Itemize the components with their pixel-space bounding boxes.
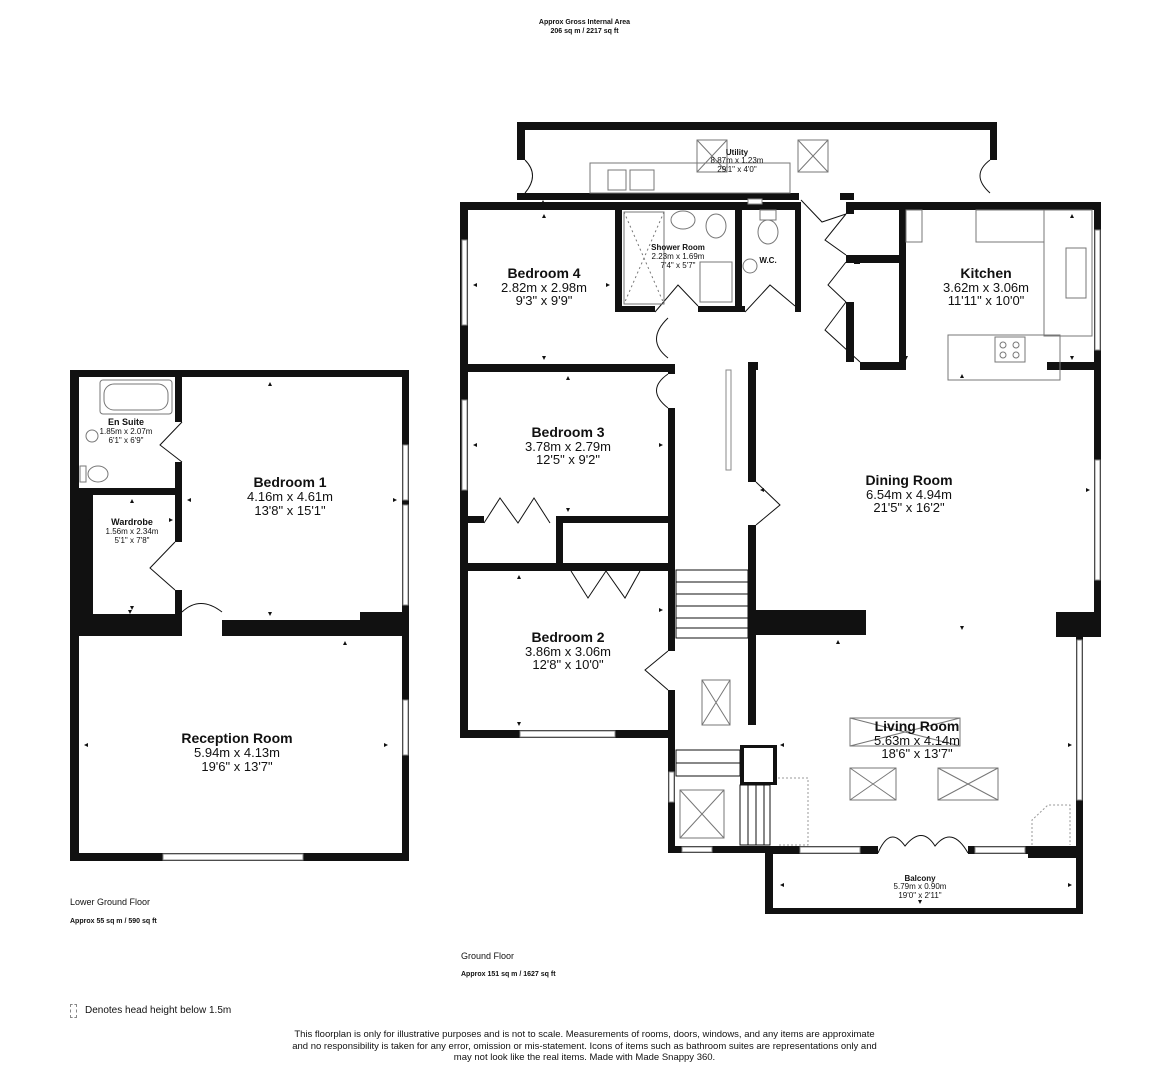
disclaimer-line-2: and no responsibility is taken for any e… [292, 1040, 877, 1052]
room-name-bedroom-1: Bedroom 1 [253, 474, 326, 490]
room-name-utility: Utility [726, 148, 749, 157]
utility-walls [517, 122, 997, 200]
gross-area-title: Approx Gross Internal Area [538, 19, 631, 26]
head-height-legend-text: Denotes head height below 1.5m [85, 1005, 232, 1016]
room-name-kitchen: Kitchen [960, 265, 1011, 281]
room-metric-reception: 5.94m x 4.13m [194, 745, 280, 760]
room-metric-living-room: 5.63m x 4.14m [874, 733, 960, 748]
room-metric-bedroom-2: 3.86m x 3.06m [525, 644, 611, 659]
ground-floor-doors [483, 199, 969, 854]
room-name-dining-room: Dining Room [865, 472, 952, 488]
room-imperial-wardrobe: 5'1" x 7'8" [115, 536, 150, 545]
disclaimer-line-1: This floorplan is only for illustrative … [294, 1029, 875, 1040]
utility-fixtures [589, 139, 829, 194]
staircase [675, 569, 771, 846]
room-metric-dining-room: 6.54m x 4.94m [866, 487, 952, 502]
gross-area-header: Approx Gross Internal Area 206 sq m / 22… [0, 18, 1169, 36]
room-name-wc: W.C. [759, 256, 776, 265]
disclaimer: This floorplan is only for illustrative … [0, 1029, 1169, 1064]
room-imperial-bedroom-1: 13'8" x 15'1" [254, 503, 326, 518]
room-metric-shower-room: 2.23m x 1.69m [652, 252, 705, 261]
room-metric-wardrobe: 1.56m x 2.34m [106, 527, 159, 536]
room-metric-bedroom-4: 2.82m x 2.98m [501, 280, 587, 295]
ground-floor-walls [460, 202, 1101, 914]
room-imperial-living-room: 18'6" x 13'7" [881, 746, 953, 761]
en-suite-fixtures [79, 379, 173, 483]
lower-ground-doors [149, 421, 223, 613]
lower-ground-floor-label: Lower Ground Floor [70, 897, 151, 907]
utility-doors [524, 159, 991, 194]
room-metric-utility: 8.87m x 1.23m [711, 156, 764, 165]
room-imperial-bedroom-2: 12'8" x 10'0" [532, 657, 604, 672]
room-imperial-utility: 29'1" x 4'0" [717, 165, 757, 174]
room-name-bedroom-4: Bedroom 4 [507, 265, 580, 281]
room-imperial-shower-room: 7'4" x 5'7" [661, 261, 696, 270]
room-imperial-balcony: 19'0" x 2'11" [898, 891, 941, 900]
ground-floor-label: Ground Floor [461, 951, 515, 961]
room-imperial-bedroom-4: 9'3" x 9'9" [516, 293, 573, 308]
room-name-bedroom-2: Bedroom 2 [531, 629, 604, 645]
room-name-bedroom-3: Bedroom 3 [531, 424, 604, 440]
room-metric-balcony: 5.79m x 0.90m [894, 882, 947, 891]
room-metric-kitchen: 3.62m x 3.06m [943, 280, 1029, 295]
room-imperial-en-suite: 6'1" x 6'9" [109, 436, 144, 445]
gross-area-value: 206 sq m / 2217 sq ft [550, 28, 619, 35]
lower-ground-windows [162, 444, 409, 861]
ground-floor-area: Approx 151 sq m / 1627 sq ft [461, 971, 556, 978]
room-name-shower-room: Shower Room [651, 243, 705, 252]
room-metric-en-suite: 1.85m x 2.07m [100, 427, 153, 436]
room-name-en-suite: En Suite [108, 417, 144, 427]
room-name-balcony: Balcony [904, 874, 936, 883]
ground-floor-windows [461, 198, 1101, 854]
head-height-legend-swatch [70, 1004, 77, 1018]
room-metric-bedroom-1: 4.16m x 4.61m [247, 489, 333, 504]
measurement-markers [84, 200, 1090, 904]
room-metric-bedroom-3: 3.78m x 2.79m [525, 439, 611, 454]
room-imperial-reception: 19'6" x 13'7" [201, 759, 273, 774]
room-name-reception: Reception Room [181, 730, 292, 746]
room-name-living-room: Living Room [875, 718, 960, 734]
room-name-wardrobe: Wardrobe [111, 517, 153, 527]
disclaimer-line-3: may not look like the real items. Made w… [453, 1052, 716, 1063]
room-imperial-bedroom-3: 12'5" x 9'2" [536, 452, 600, 467]
ground-floor-fixtures [623, 209, 1093, 839]
room-imperial-dining-room: 21'5" x 16'2" [873, 500, 945, 515]
head-height-zones [778, 777, 1071, 846]
room-imperial-kitchen: 11'11" x 10'0" [948, 293, 1025, 308]
lower-ground-floor-area: Approx 55 sq m / 590 sq ft [70, 918, 157, 925]
